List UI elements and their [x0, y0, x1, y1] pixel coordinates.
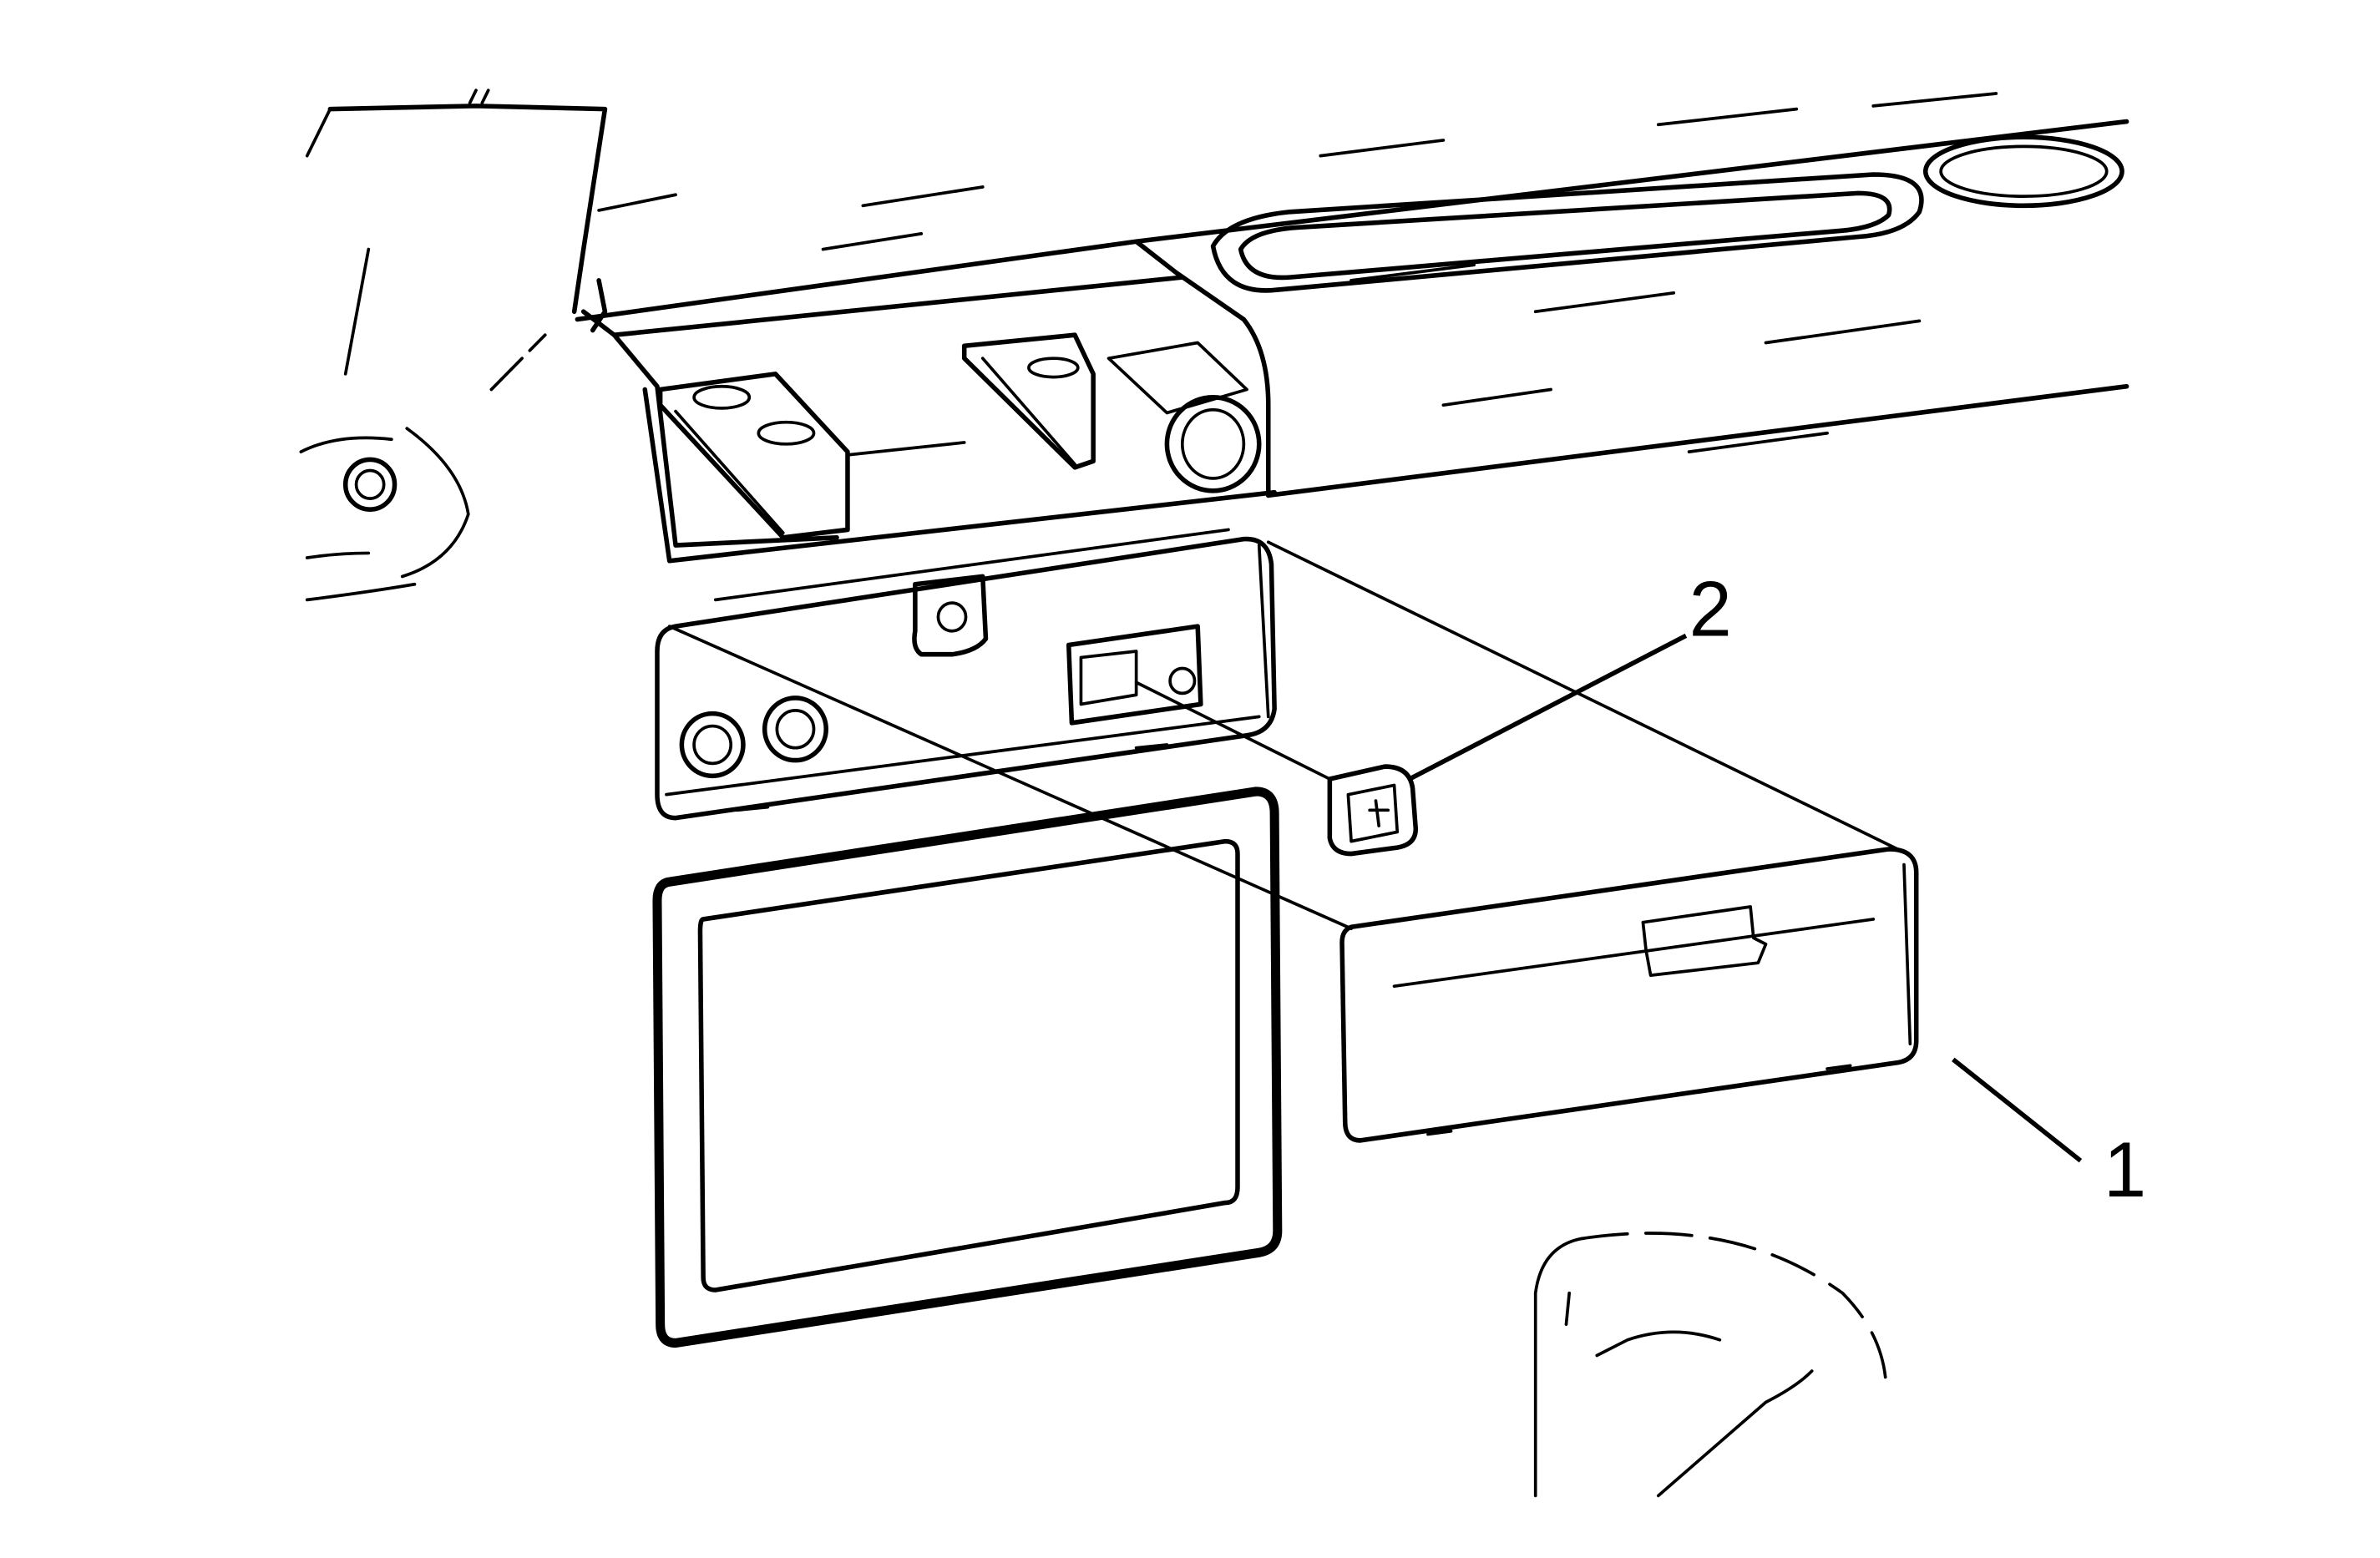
callout-label-1: 1 — [2104, 1126, 2146, 1213]
usb-port-opening — [1066, 624, 1203, 726]
speaker-grille-icon — [1922, 134, 2124, 209]
display-screen — [652, 787, 1283, 1348]
storage-compartment-door — [1339, 847, 1919, 1143]
right-knob-icon — [762, 696, 828, 763]
leader-line-2 — [1408, 633, 1688, 782]
left-knob-icon — [679, 711, 746, 779]
seat-outline — [1533, 1232, 1887, 1498]
door-latch — [1641, 905, 1768, 977]
leader-line-1 — [1952, 1057, 2083, 1163]
callout-leaders — [1408, 633, 2083, 1163]
center-trim-bezel — [655, 528, 1277, 821]
fastener-screw-icon — [342, 457, 398, 512]
usb-receptacle — [1327, 764, 1419, 857]
assembly-lines — [667, 540, 1909, 931]
left-side-panel — [299, 89, 608, 602]
upper-dash-panel — [575, 92, 2129, 564]
callout-label-2: 2 — [1689, 565, 1732, 653]
